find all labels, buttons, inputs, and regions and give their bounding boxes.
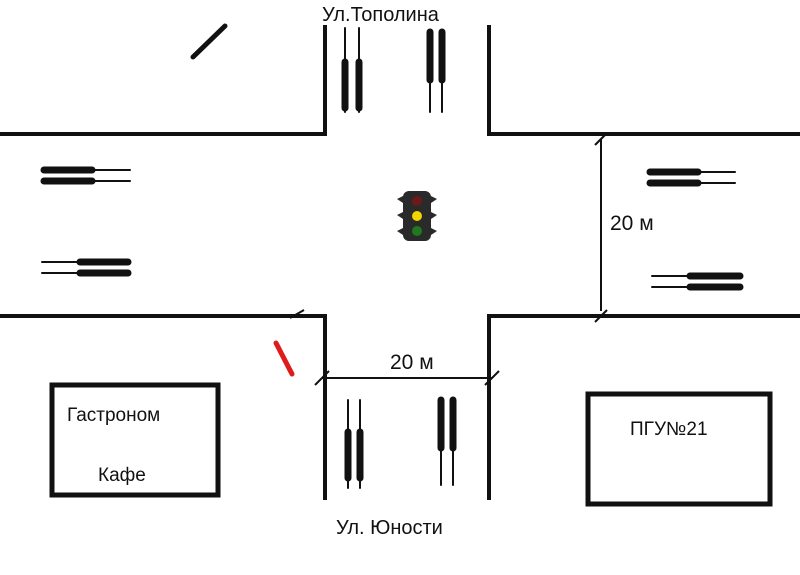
- dimension-label-south: 20 м: [390, 351, 434, 374]
- vehicle-south-2: [437, 396, 457, 486]
- vehicle-east-2: [651, 272, 744, 291]
- dimension-tick-east-top: [594, 132, 608, 146]
- vehicle-north-2: [426, 28, 446, 113]
- building-label-school: ПГУ№21: [630, 419, 708, 440]
- building-label-grocery: Гастроном: [67, 405, 161, 426]
- street-label-north: Ул.Тополина: [322, 4, 440, 26]
- vehicle-east-1: [646, 168, 736, 187]
- road-edge-top-right: [487, 25, 800, 136]
- building-label-cafe: Кафе: [98, 465, 146, 486]
- road-edges: [0, 25, 800, 500]
- traffic-light: [397, 191, 437, 241]
- vehicle-south-1: [344, 399, 364, 489]
- traffic-light-green: [412, 226, 422, 236]
- road-edge-bottom-right: [487, 314, 800, 500]
- dimension-south: [314, 370, 500, 386]
- dimension-tick-south-right: [484, 370, 500, 386]
- pedestrian-marker-top-left: [190, 23, 228, 60]
- dimension-label-east: 20 м: [610, 212, 654, 235]
- dimension-east: [594, 132, 608, 323]
- dimension-tick-south-left: [314, 370, 330, 386]
- vehicle-west-1: [40, 166, 131, 185]
- traffic-light-yellow: [412, 211, 422, 221]
- street-label-south: Ул. Юности: [336, 517, 443, 539]
- corner-mark: [289, 309, 305, 319]
- road-edge-top-left: [0, 25, 327, 136]
- traffic-light-red: [412, 196, 422, 206]
- dimension-tick-east-bottom: [594, 309, 608, 323]
- building-school: [585, 391, 773, 507]
- vehicle-west-2: [41, 258, 132, 277]
- vehicle-north-1: [341, 27, 363, 113]
- road-edge-bottom-left: [0, 314, 327, 500]
- building-grocery-cafe: [49, 382, 221, 498]
- pedestrian-marker-red: [273, 340, 295, 377]
